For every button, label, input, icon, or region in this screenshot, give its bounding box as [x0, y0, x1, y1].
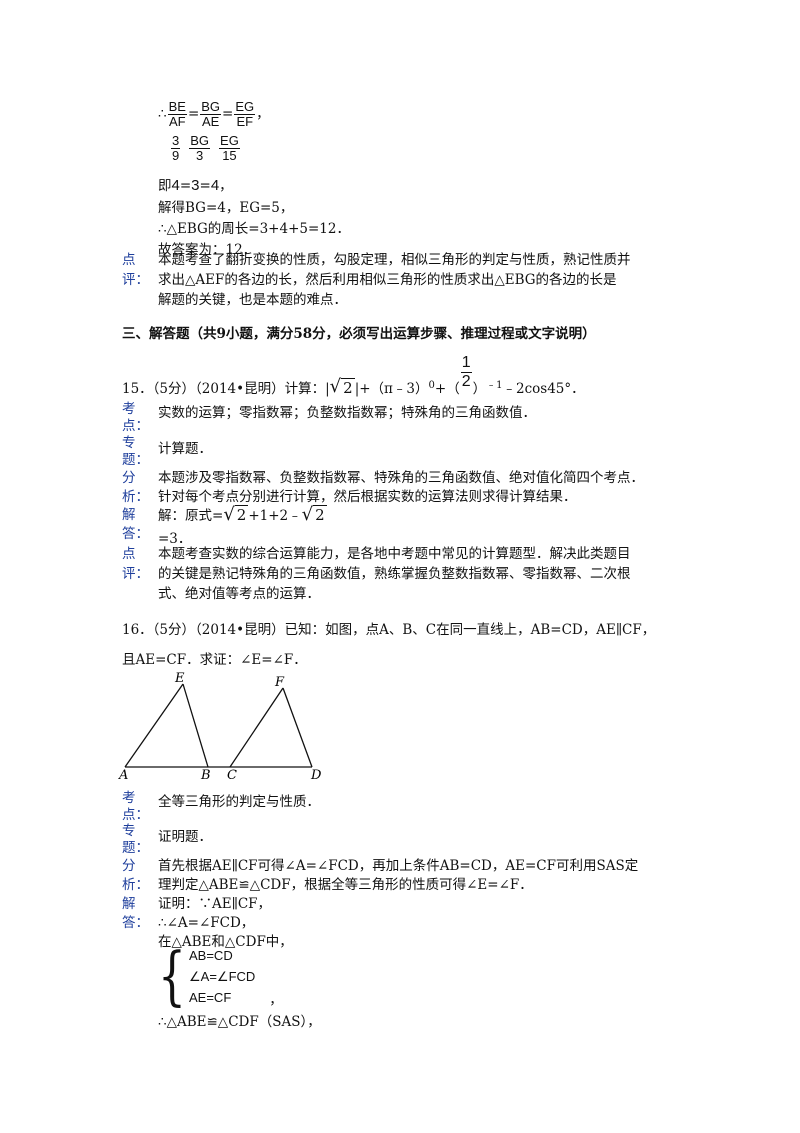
q16-statement-line1: 16．（5分）（2014•昆明）已知：如图，点A、B、C在同一直线上，AB=CD…: [122, 622, 656, 638]
label-d: D: [310, 768, 322, 782]
triangle-cdf-side-fd: [282, 687, 313, 768]
solve-line: 解得BG=4，EG=5，: [158, 200, 294, 216]
triangle-cdf-side-cf: [229, 687, 284, 768]
q16-equation-system: { AB=CD ∠A=∠FCD AE=CF ，: [158, 938, 283, 1013]
label-e: E: [174, 671, 185, 686]
therefore-symbol: ∴: [158, 106, 167, 122]
q15-kaodian-label: 考点：: [122, 401, 149, 434]
triangle-abe-side-ae: [124, 683, 184, 768]
q15-jieda-label: 解答：: [122, 507, 149, 542]
label-a: A: [118, 768, 128, 782]
q16-statement-line2: 且AE=CF．求证：∠E=∠F．: [122, 652, 307, 668]
q16-jieda-text: 证明：∵AE∥CF， ∴∠A=∠FCD， 在△ABE和△CDF中，: [158, 896, 293, 950]
comment-text: 本题考查了翻折变换的性质，勾股定理，相似三角形的判定与性质，熟记性质并 求出△A…: [158, 252, 631, 308]
q15-dianping-label: 点评：: [122, 546, 149, 582]
ratio-line-3: 即4=3=4，: [158, 177, 233, 194]
q16-figure: A B C D E F: [118, 671, 322, 782]
q16-zhuanti-text: 证明题．: [158, 829, 212, 845]
q16-kaodian-text: 全等三角形的判定与性质．: [158, 794, 320, 810]
q16-fenxi-label: 分析：: [122, 858, 149, 893]
answer-line: 故答案为：12．: [158, 242, 257, 258]
label-f: F: [274, 675, 285, 690]
q16-zhuanti-label: 专题：: [122, 823, 149, 856]
q15-kaodian-text: 实数的运算；零指数幂；负整数指数幂；特殊角的三角函数值．: [158, 405, 536, 421]
q15-zhuanti-label: 专题：: [122, 435, 149, 468]
q15-jieda-line2: =3．: [158, 531, 192, 547]
q15-fenxi-label: 分析：: [122, 470, 149, 505]
q16-fenxi-text: 首先根据AE∥CF可得∠A=∠FCD，再加上条件AB=CD，AE=CF可利用SA…: [158, 858, 639, 893]
comment-label: 点 评：: [122, 252, 149, 288]
label-b: B: [200, 768, 211, 782]
q15-dianping-text: 本题考查实数的综合运算能力，是各地中考题中常见的计算题型．解决此类题目 的关键是…: [158, 546, 631, 602]
q15-jieda-line1: 解：原式=√2+1+2﹣√2: [158, 504, 327, 525]
q16-kaodian-label: 考点：: [122, 790, 149, 823]
q15-zhuanti-text: 计算题．: [158, 441, 212, 457]
q15-fenxi-text: 本题涉及零指数幂、负整数指数幂、特殊角的三角函数值、绝对值化简四个考点． 针对每…: [158, 470, 644, 505]
left-brace: {: [158, 938, 186, 1013]
triangle-abe-side-eb: [182, 683, 209, 768]
perimeter-line: ∴△EBG的周长=3+4+5=12．: [158, 221, 350, 237]
label-c: C: [227, 768, 237, 782]
q16-jieda-label: 解答：: [122, 896, 149, 931]
q16-conclusion: ∴△ABE≌△CDF（SAS），: [158, 1014, 321, 1030]
section-title: 三、解答题（共9小题，满分58分，必须写出运算步骤、推理过程或文字说明）: [122, 326, 596, 342]
